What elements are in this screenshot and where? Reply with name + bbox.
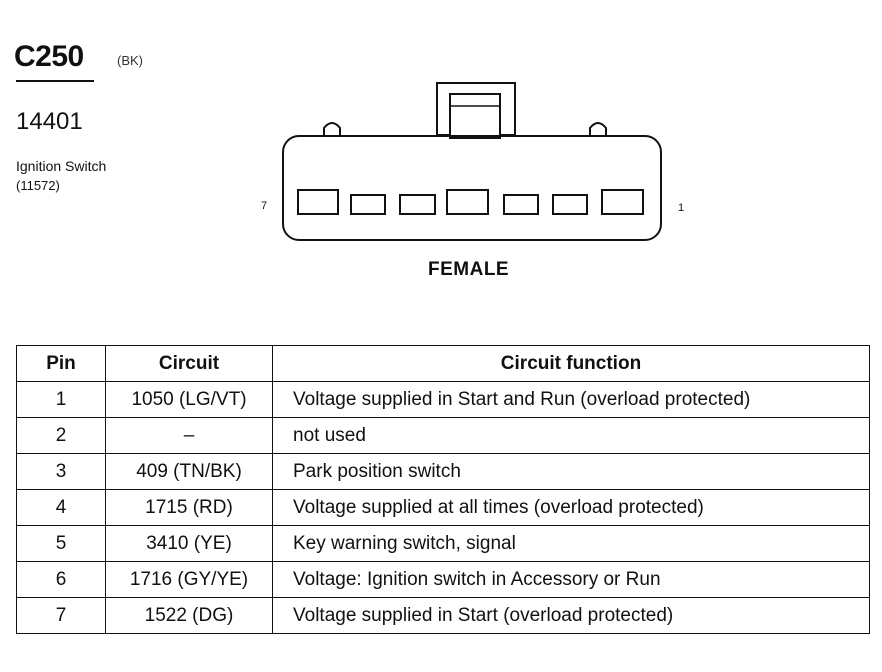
connector-id: C250 bbox=[14, 40, 84, 73]
cell-function: Voltage supplied in Start (overload prot… bbox=[272, 597, 870, 634]
pin-label-right: 1 bbox=[678, 202, 685, 214]
cell-circuit: 1522 (DG) bbox=[105, 597, 273, 634]
cell-circuit: 3410 (YE) bbox=[105, 525, 273, 562]
cell-circuit: 1715 (RD) bbox=[105, 489, 273, 526]
header-circuit: Circuit bbox=[105, 345, 273, 382]
cavity-pin-5 bbox=[399, 194, 436, 215]
cell-function: Voltage: Ignition switch in Accessory or… bbox=[272, 561, 870, 598]
connector-color-code: (BK) bbox=[117, 53, 143, 68]
cell-circuit: 1716 (GY/YE) bbox=[105, 561, 273, 598]
cell-function: Voltage supplied in Start and Run (overl… bbox=[272, 381, 870, 418]
table-row: 5 3410 (YE) Key warning switch, signal bbox=[16, 525, 870, 562]
table-header-row: Pin Circuit Circuit function bbox=[16, 345, 870, 382]
cell-circuit: – bbox=[105, 417, 273, 454]
cell-pin: 5 bbox=[16, 525, 106, 562]
pin-label-left: 7 bbox=[261, 200, 268, 212]
cell-function: Park position switch bbox=[272, 453, 870, 490]
part-number: 14401 bbox=[16, 108, 83, 135]
table-row: 6 1716 (GY/YE) Voltage: Ignition switch … bbox=[16, 561, 870, 598]
cell-pin: 2 bbox=[16, 417, 106, 454]
cell-pin: 7 bbox=[16, 597, 106, 634]
cell-function: not used bbox=[272, 417, 870, 454]
cell-circuit: 1050 (LG/VT) bbox=[105, 381, 273, 418]
cavity-pin-1 bbox=[601, 189, 644, 215]
cavity-pin-2 bbox=[552, 194, 588, 215]
component-reference: (11572) bbox=[16, 178, 60, 193]
pinout-table: Pin Circuit Circuit function 1 1050 (LG/… bbox=[16, 345, 870, 634]
cell-function: Key warning switch, signal bbox=[272, 525, 870, 562]
cell-circuit: 409 (TN/BK) bbox=[105, 453, 273, 490]
cavity-pin-7 bbox=[297, 189, 339, 215]
cell-pin: 6 bbox=[16, 561, 106, 598]
cavity-pin-3 bbox=[503, 194, 539, 215]
table-row: 3 409 (TN/BK) Park position switch bbox=[16, 453, 870, 490]
component-name: Ignition Switch bbox=[16, 158, 107, 174]
header-pin: Pin bbox=[16, 345, 106, 382]
table-row: 7 1522 (DG) Voltage supplied in Start (o… bbox=[16, 597, 870, 634]
table-row: 1 1050 (LG/VT) Voltage supplied in Start… bbox=[16, 381, 870, 418]
cell-pin: 1 bbox=[16, 381, 106, 418]
connector-rib-right bbox=[589, 122, 607, 136]
header-circuit-function: Circuit function bbox=[272, 345, 870, 382]
cavity-pin-6 bbox=[350, 194, 386, 215]
connector-face-diagram bbox=[282, 82, 662, 241]
connector-id-underline bbox=[16, 80, 94, 82]
cell-pin: 3 bbox=[16, 453, 106, 490]
connector-latch-inner bbox=[449, 93, 501, 139]
table-row: 2 – not used bbox=[16, 417, 870, 454]
cell-pin: 4 bbox=[16, 489, 106, 526]
connector-body bbox=[282, 135, 662, 241]
table-row: 4 1715 (RD) Voltage supplied at all time… bbox=[16, 489, 870, 526]
cavity-pin-4 bbox=[446, 189, 489, 215]
connector-gender: FEMALE bbox=[428, 259, 510, 280]
cell-function: Voltage supplied at all times (overload … bbox=[272, 489, 870, 526]
connector-rib-left bbox=[323, 122, 341, 136]
